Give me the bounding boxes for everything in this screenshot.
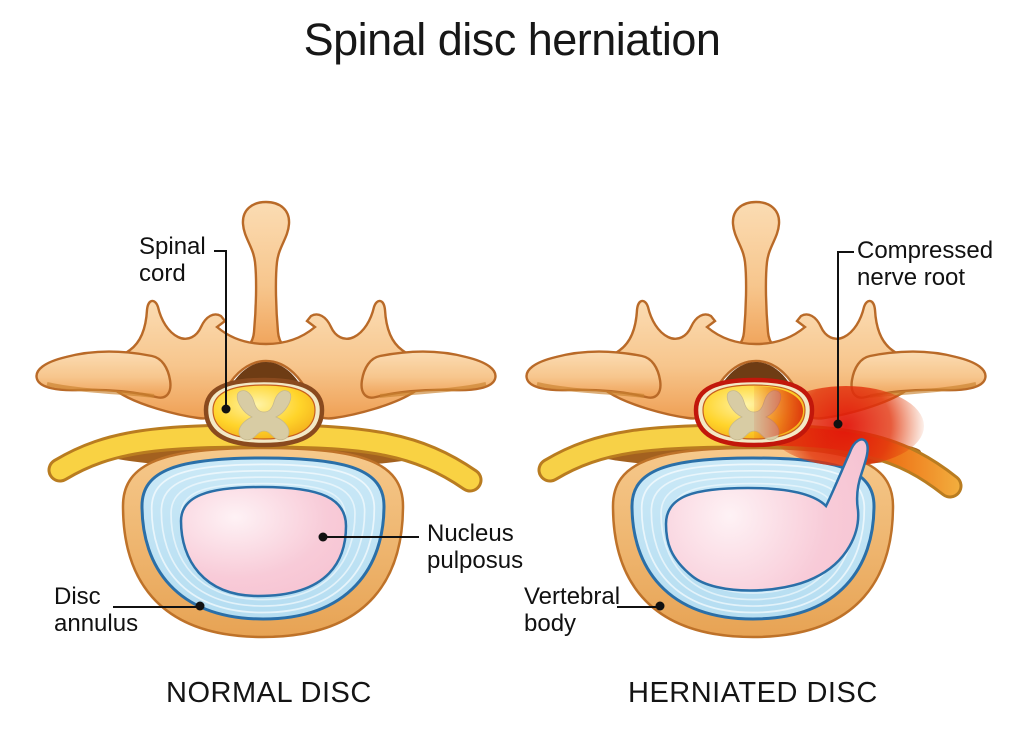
label-compressed-nerve-root: Compressed nerve root [857,237,994,291]
dot-vertebral-body [655,601,665,611]
nucleus-pulposus-shape [179,485,348,598]
pointer-dots [195,404,843,611]
caption-herniated-disc: HERNIATED DISC [628,677,878,709]
page-title: Spinal disc herniation [303,14,721,65]
label-nucleus-pulposus: Nucleus pulposus [427,520,524,574]
dot-disc-annulus [195,601,205,611]
dot-nucleus-pulposus [318,532,328,542]
herniated-disc-illustration [524,200,988,637]
caption-normal-disc: NORMAL DISC [166,677,372,709]
leader-lines [113,250,854,608]
normal-disc-illustration [34,200,498,637]
label-vertebral-body: Vertebral body [524,583,621,637]
cord-inflammation-overlay [754,386,803,439]
label-spinal-cord: Spinal cord [139,233,206,287]
dot-spinal-cord [221,404,231,414]
herniation-bulge [664,438,869,592]
dot-compressed-nerve-root [833,419,843,429]
leader-spinal-cord [214,250,227,406]
label-disc-annulus: Disc annulus [54,583,139,637]
leader-compressed-nerve-root [837,251,854,422]
